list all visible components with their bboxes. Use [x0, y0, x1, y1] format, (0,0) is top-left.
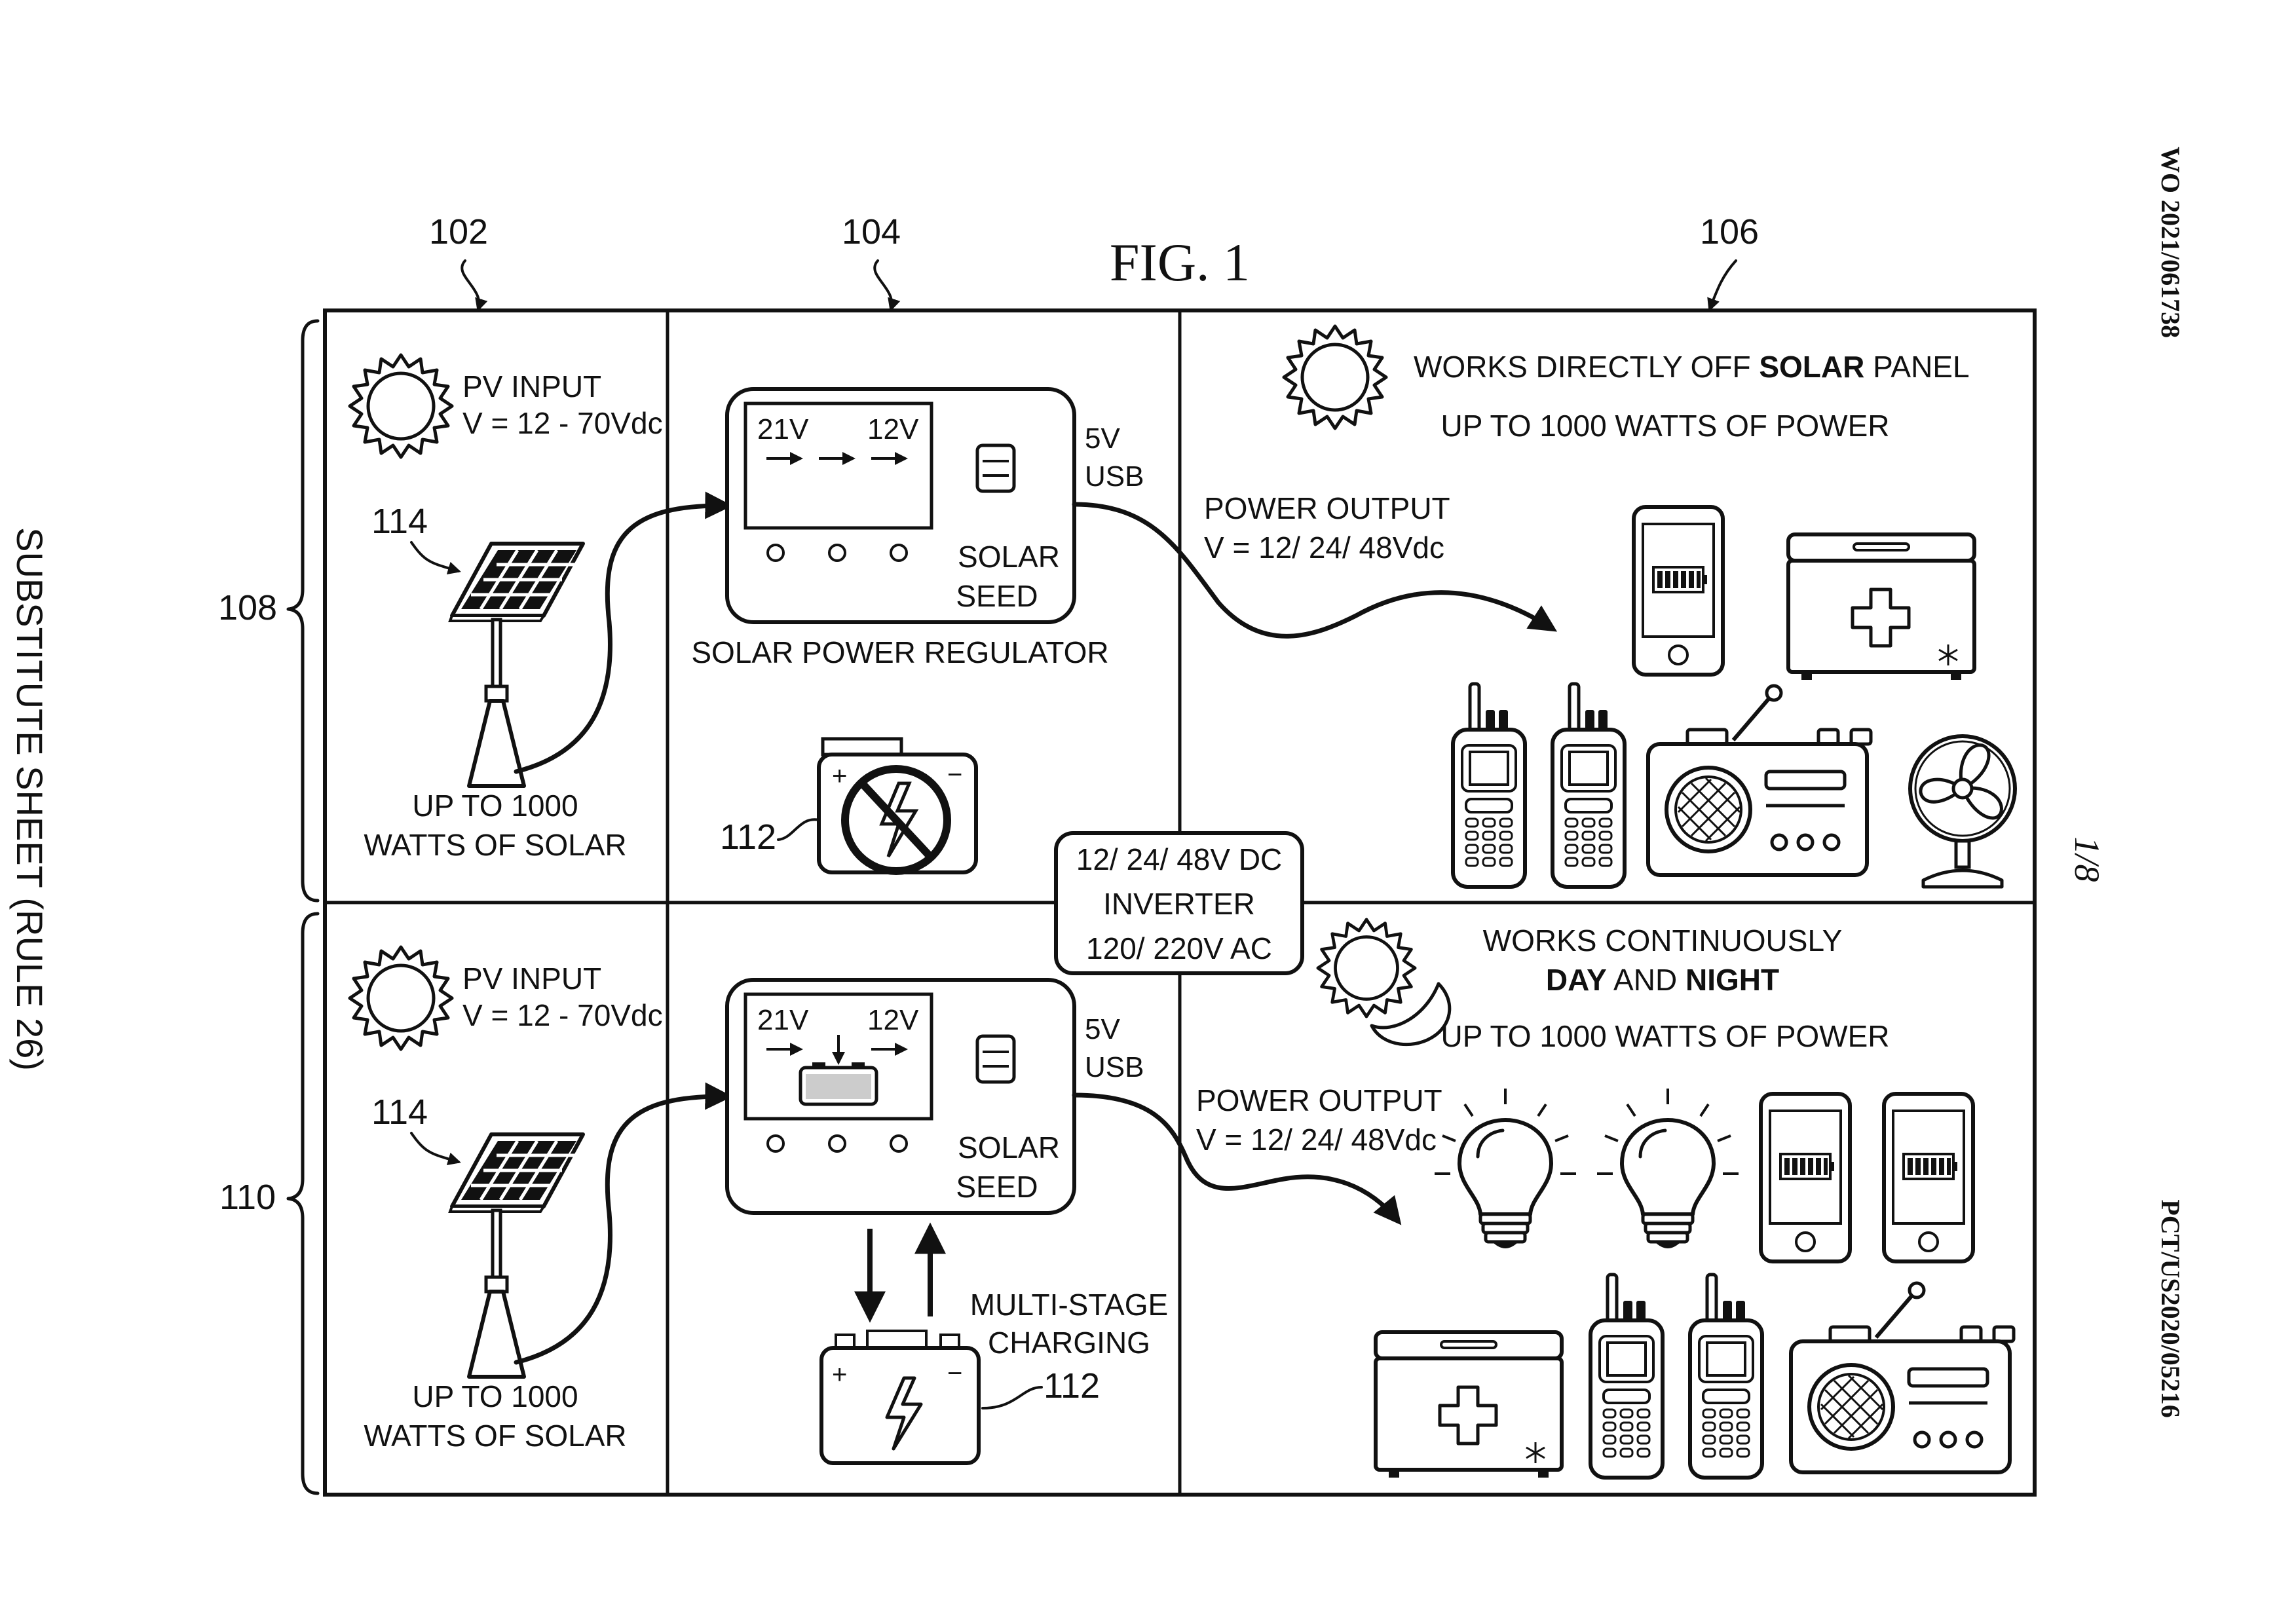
- no-battery-icon: + −: [819, 739, 976, 872]
- inverter-output-voltage: 120/ 220V AC: [1086, 931, 1272, 965]
- svg-text:+: +: [832, 1360, 847, 1389]
- walkie-talkie-icon-2: [1553, 684, 1625, 887]
- multi-stage-line1: MULTI-STAGE: [970, 1288, 1168, 1322]
- publication-number: WO 2021/061738: [2156, 147, 2185, 338]
- sun-icon: [350, 355, 452, 457]
- ref-col-output: 106: [1700, 212, 1759, 252]
- bottom-output-voltage: V = 12/ 24/ 48Vdc: [1196, 1123, 1437, 1157]
- side-label: SUBSTITUTE SHEET (RULE 26): [9, 527, 50, 1071]
- regulator-caption: SOLAR POWER REGULATOR: [691, 635, 1108, 669]
- day-night-sun-icon: [1318, 920, 1415, 1017]
- top-ref-battery: 112: [720, 817, 776, 857]
- top-output-voltage: V = 12/ 24/ 48Vdc: [1204, 531, 1444, 565]
- leader-col-regulator: [875, 261, 892, 309]
- first-aid-cooler-icon-2: [1376, 1332, 1562, 1478]
- bottom-leader-panel: [411, 1133, 459, 1162]
- svg-text:−: −: [947, 1359, 962, 1388]
- ref-row-continuous: 110: [219, 1178, 276, 1217]
- bottom-reg-vout: 12V: [867, 1004, 919, 1036]
- bottom-reg-battery-icon: [800, 1062, 876, 1104]
- application-number: PCT/US2020/05216: [2156, 1199, 2185, 1417]
- bottom-sun-icon: [350, 947, 452, 1049]
- top-watts-statement: UP TO 1000 WATTS OF POWER: [1440, 409, 1889, 443]
- bottom-output-label: POWER OUTPUT: [1196, 1083, 1442, 1117]
- bottom-ref-battery: 112: [1044, 1366, 1100, 1406]
- fan-icon: [1910, 736, 2015, 887]
- brace-row-continuous: [288, 914, 318, 1493]
- brace-row-direct: [288, 321, 318, 901]
- top-usb-line2: USB: [1085, 460, 1144, 493]
- bottom-solar-capacity-line2: WATTS OF SOLAR: [364, 1419, 626, 1453]
- bottom-leader-battery: [983, 1387, 1042, 1408]
- bottom-reg-name-line2: SEED: [956, 1170, 1038, 1204]
- top-output-label: POWER OUTPUT: [1204, 491, 1450, 525]
- radio-icon: [1648, 686, 1871, 875]
- top-solar-capacity-line1: UP TO 1000: [412, 789, 578, 823]
- bottom-ref-panel: 114: [371, 1092, 428, 1132]
- inverter-input-voltage: 12/ 24/ 48V DC: [1076, 842, 1283, 876]
- sheet-number: 1/8: [2067, 836, 2107, 882]
- phone-icon-2: [1761, 1094, 1850, 1261]
- top-pv-input-label: PV INPUT: [462, 369, 601, 403]
- svg-text:+: +: [832, 762, 847, 791]
- walkie-talkie-icon-4: [1690, 1275, 1762, 1478]
- bottom-pv-voltage-label: V = 12 - 70Vdc: [462, 998, 663, 1032]
- bottom-watts-statement: UP TO 1000 WATTS OF POWER: [1440, 1019, 1889, 1053]
- radio-icon-2: [1791, 1283, 2014, 1472]
- ref-row-direct: 108: [218, 588, 277, 627]
- bottom-usb-port-icon: [977, 1036, 1014, 1082]
- battery-icon: + −: [821, 1331, 979, 1463]
- bottom-day-night: DAY AND NIGHT: [1546, 963, 1779, 997]
- top-ref-panel: 114: [371, 502, 428, 541]
- top-solar-capacity-line2: WATTS OF SOLAR: [364, 828, 626, 862]
- top-leader-panel: [411, 542, 459, 571]
- top-reg-name-line2: SEED: [956, 579, 1038, 613]
- phone-icon: [1634, 507, 1723, 675]
- inverter-label: INVERTER: [1103, 887, 1255, 921]
- top-works-statement: WORKS DIRECTLY OFF SOLAR PANEL: [1414, 350, 1970, 384]
- ref-col-pv: 102: [429, 212, 488, 252]
- bottom-reg-name-line1: SOLAR: [958, 1130, 1060, 1165]
- svg-text:−: −: [947, 760, 962, 789]
- bottom-usb-line2: USB: [1085, 1051, 1144, 1083]
- top-reg-vout: 12V: [867, 413, 919, 445]
- bottom-pv-input-label: PV INPUT: [462, 961, 601, 996]
- top-reg-vin: 21V: [757, 413, 809, 445]
- leader-col-pv: [462, 261, 479, 309]
- walkie-talkie-icon-3: [1590, 1275, 1663, 1478]
- first-aid-cooler-icon: [1788, 534, 1974, 680]
- figure-title: FIG. 1: [1110, 233, 1250, 292]
- top-leader-battery: [778, 819, 819, 840]
- top-reg-name-line1: SOLAR: [958, 540, 1060, 574]
- top-usb-port-icon: [977, 445, 1014, 491]
- top-output-sun-icon: [1284, 326, 1386, 428]
- bottom-solar-capacity-line1: UP TO 1000: [412, 1379, 578, 1413]
- leader-col-output: [1710, 261, 1736, 309]
- top-pv-voltage-label: V = 12 - 70Vdc: [462, 406, 663, 440]
- bottom-usb-line1: 5V: [1085, 1013, 1120, 1045]
- bottom-reg-vin: 21V: [757, 1004, 809, 1036]
- walkie-talkie-icon: [1453, 684, 1525, 887]
- bottom-works-statement: WORKS CONTINUOUSLY: [1483, 923, 1843, 958]
- ref-col-regulator: 104: [842, 212, 901, 252]
- phone-icon-3: [1884, 1094, 1973, 1261]
- light-bulb-icon-2: [1597, 1089, 1739, 1248]
- light-bulb-icon: [1435, 1089, 1576, 1248]
- multi-stage-line2: CHARGING: [988, 1326, 1150, 1360]
- top-usb-line1: 5V: [1085, 422, 1120, 455]
